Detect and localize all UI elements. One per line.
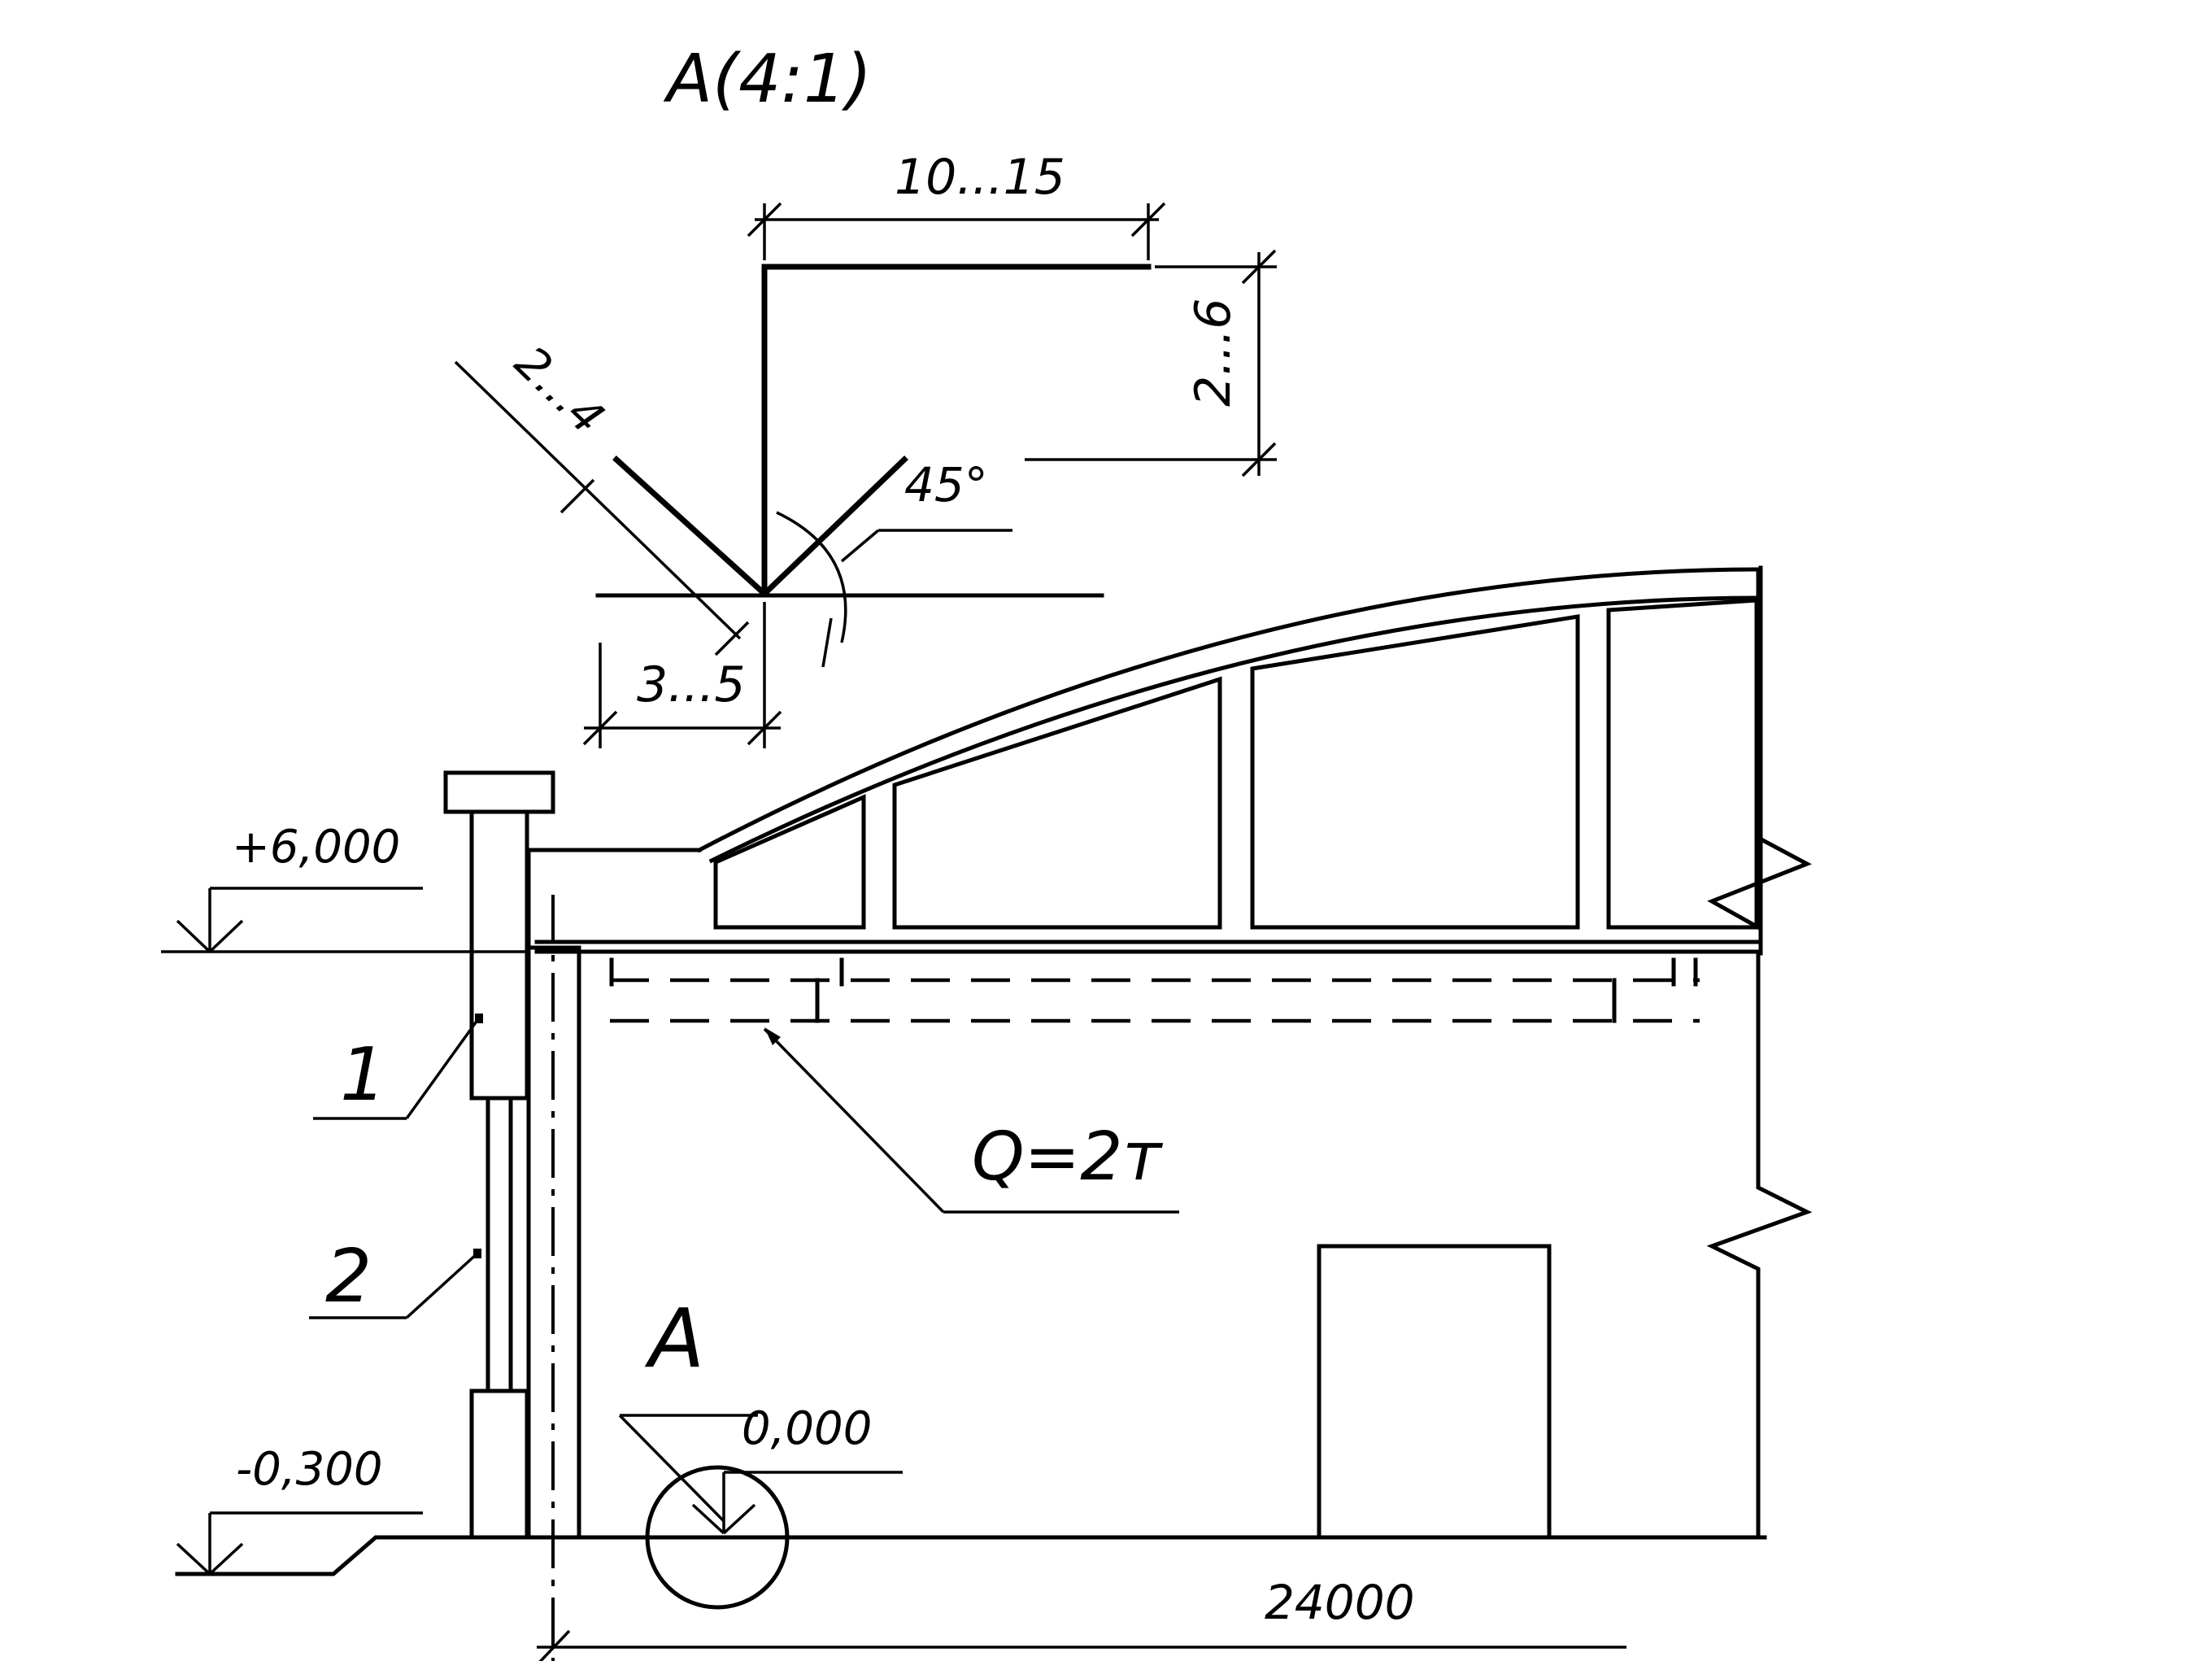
dim-leg-label: 10...15 bbox=[895, 149, 1065, 206]
detail-v-weld bbox=[612, 456, 908, 598]
section-mark-label: A bbox=[644, 1291, 704, 1386]
truss-panel-1 bbox=[713, 794, 866, 930]
dim-side-label: 2...4 bbox=[504, 336, 614, 444]
detail-title: A(4:1) bbox=[663, 41, 872, 118]
break-line-upper bbox=[1707, 567, 1812, 931]
dim-height-label: 2...6 bbox=[1185, 298, 1242, 407]
truss-panel-4 bbox=[1606, 598, 1759, 930]
dim-gap-label: 3...5 bbox=[637, 656, 746, 713]
break-line-lower bbox=[1706, 949, 1813, 1540]
truss-panel-2 bbox=[892, 676, 1222, 930]
column-cap bbox=[443, 770, 555, 814]
truss-top-chord bbox=[696, 567, 1763, 853]
ground bbox=[175, 1244, 1767, 1576]
weld-detail: A(4:1) 10...15 2...6 2...4 3...5 bbox=[454, 41, 1277, 748]
door-opening bbox=[1317, 1244, 1552, 1540]
truss-panel-3 bbox=[1250, 614, 1580, 930]
callout-1: 1 bbox=[313, 1014, 483, 1120]
callout-2-label: 2 bbox=[325, 1234, 372, 1319]
elevation-top: +6,000 bbox=[161, 821, 529, 953]
column-wall bbox=[443, 770, 702, 1661]
elevation-top-label: +6,000 bbox=[232, 821, 400, 874]
angle-label: 45° bbox=[904, 457, 988, 512]
dim-side-line bbox=[454, 360, 742, 640]
span-label: 24000 bbox=[1265, 1575, 1415, 1630]
detail-a-circle bbox=[645, 1465, 790, 1610]
column-lower bbox=[469, 1389, 529, 1540]
elevation-floor-label: 0,000 bbox=[742, 1402, 872, 1455]
angle-arc bbox=[776, 511, 847, 643]
elevation-floor: 0,000 A bbox=[618, 1291, 903, 1610]
detail-plate bbox=[761, 264, 1152, 597]
column-upper bbox=[469, 809, 529, 1101]
roof-truss bbox=[534, 565, 1813, 1540]
overhead-crane: Q=2т bbox=[609, 957, 1700, 1214]
callout-2: 2 bbox=[309, 1234, 481, 1319]
callout-1-label: 1 bbox=[340, 1032, 386, 1118]
elevation-ground: -0,300 bbox=[176, 1443, 423, 1576]
span-dimension: 24000 bbox=[537, 1575, 1626, 1661]
crane-capacity-label: Q=2т bbox=[972, 1118, 1163, 1196]
elevation-ground-label: -0,300 bbox=[236, 1443, 383, 1496]
ground-line bbox=[175, 1535, 474, 1576]
crane-leader bbox=[763, 1027, 945, 1214]
